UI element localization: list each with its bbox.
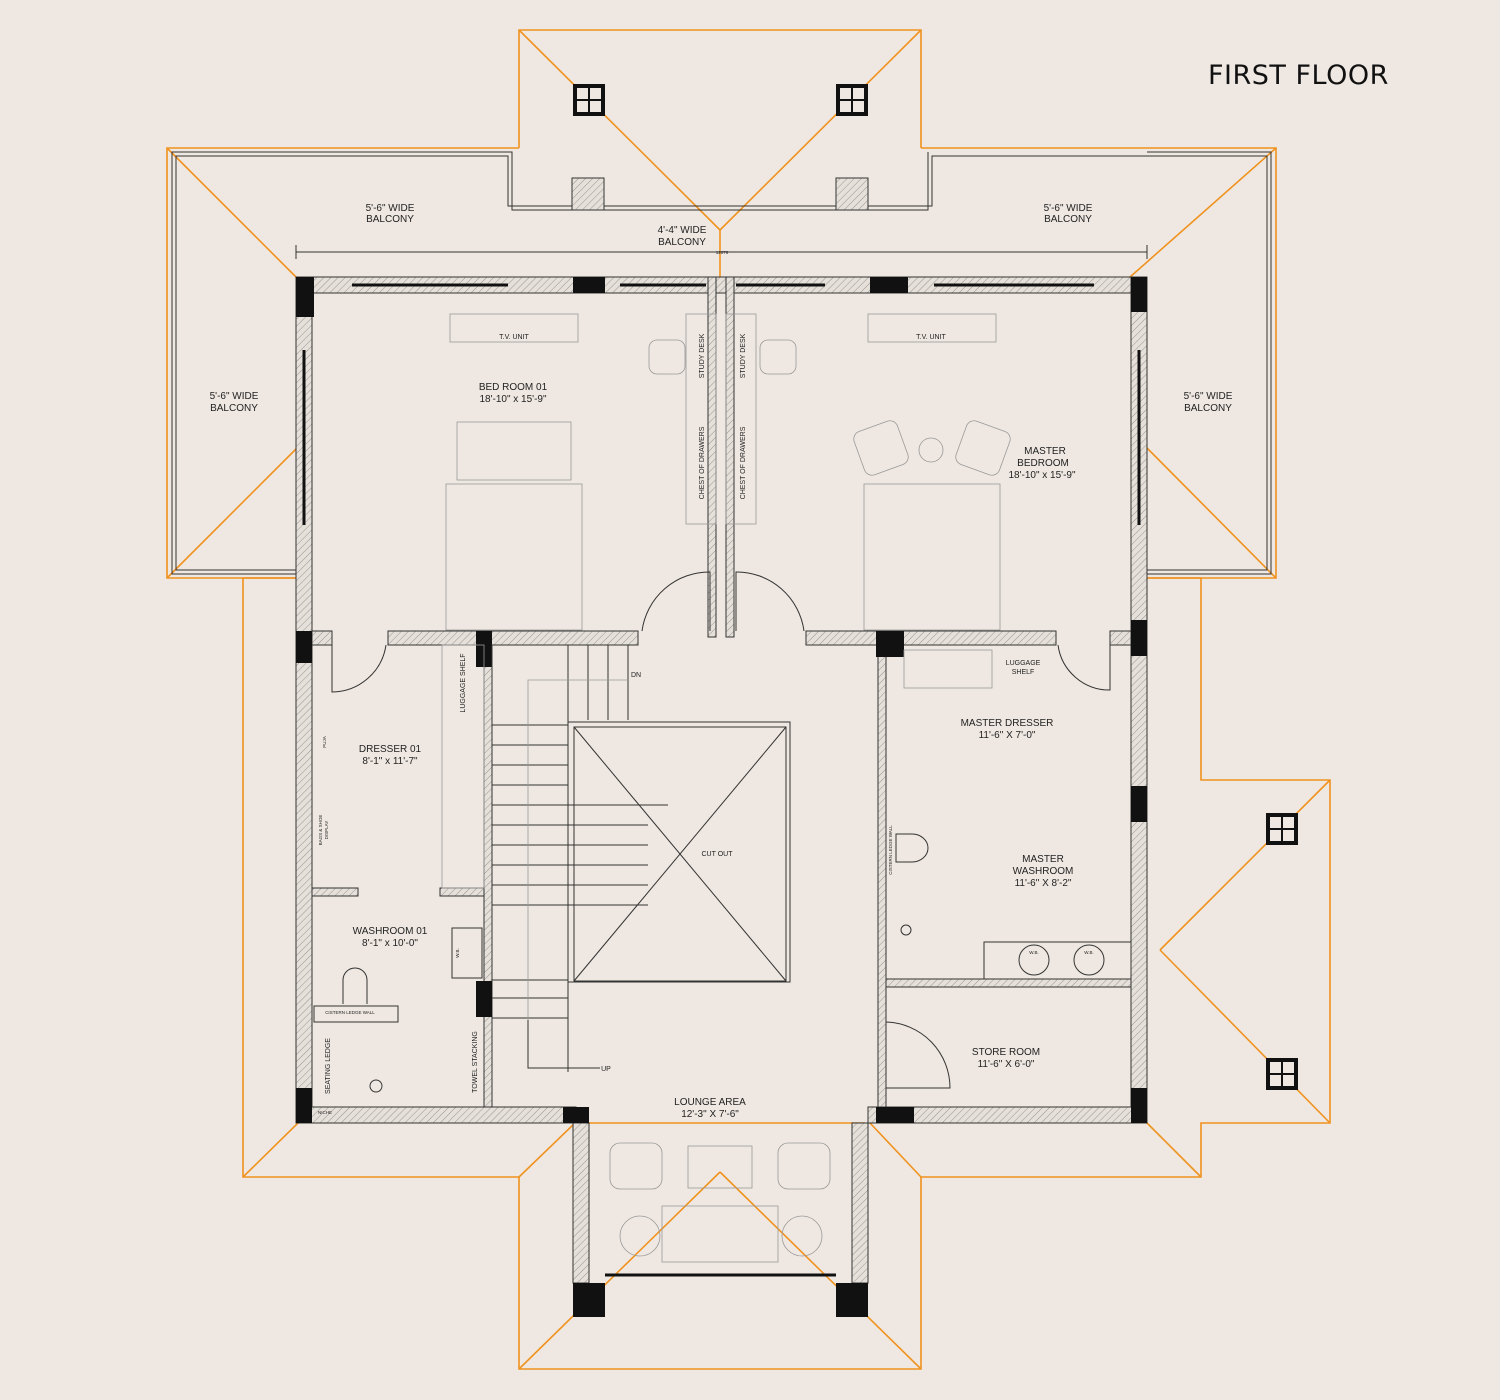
staircase: DN UP CUT OUT (491, 644, 791, 1073)
wash-basin-label-1: W.B. (1029, 950, 1039, 955)
dimension-value: 12076 (716, 250, 729, 255)
furniture (313, 313, 1132, 1263)
master-washroom-name-1: MASTER (1022, 854, 1064, 865)
master-dresser-dims: 11'-6" X 7'-0" (979, 730, 1036, 741)
washroom01-name: WASHROOM 01 (353, 926, 428, 937)
washroom01-dims: 8'-1" x 10'-0" (362, 938, 418, 949)
skylight-icons (573, 84, 1298, 1090)
master-dresser-name: MASTER DRESSER (961, 718, 1054, 729)
balcony-labels: 5'-6" WIDE BALCONY 4'-4" WIDE BALCONY 5'… (210, 203, 1233, 414)
luggage-shelf-label: LUGGAGE SHELF (460, 653, 467, 712)
master-bedroom-name-2: BEDROOM (1017, 458, 1069, 469)
tv-unit-label-1: T.V. UNIT (499, 334, 529, 341)
study-desk-label-1: STUDY DESK (699, 333, 706, 378)
bags-shoe-label-2: DISPLAY (324, 821, 329, 840)
store-room-name: STORE ROOM (972, 1047, 1040, 1058)
master-washroom-name-2: WASHROOM (1013, 866, 1074, 877)
bedroom01-dims: 18'-10" x 15'-9" (479, 394, 547, 405)
dresser01-name: DRESSER 01 (359, 744, 422, 755)
balcony-top-center-label: BALCONY (658, 237, 706, 248)
fixture-labels: T.V. UNIT T.V. UNIT STUDY DESK STUDY DES… (318, 333, 1094, 1115)
wash-basin-label-3: W.B. (455, 948, 460, 958)
stair-up-label: UP (601, 1066, 611, 1073)
master-bedroom-name-1: MASTER (1024, 446, 1066, 457)
lounge-name: LOUNGE AREA (674, 1097, 746, 1108)
master-washroom-dims: 11'-6" X 8'-2" (1015, 878, 1072, 889)
balcony-right-width: 5'-6" WIDE (1184, 391, 1233, 402)
bags-shoe-label-1: BAGS & SHOE (318, 815, 323, 846)
doors (331, 571, 1111, 1089)
store-room-dims: 11'-6" X 6'-0" (978, 1059, 1035, 1070)
cistern-ledge-label-1: CISTERN LEDGE WALL (325, 1010, 375, 1015)
cistern-ledge-label-2: CISTERN LEDGE WALL (888, 825, 893, 875)
master-bedroom-dims: 18'-10" x 15'-9" (1008, 470, 1076, 481)
wash-basin-label-2: W.B. (1084, 950, 1094, 955)
balcony-top-right-label: BALCONY (1044, 214, 1092, 225)
tv-unit-label-2: T.V. UNIT (916, 334, 946, 341)
chest-of-drawers-label-1: CHEST OF DRAWERS (699, 426, 706, 499)
balcony-left-width: 5'-6" WIDE (210, 391, 259, 402)
luggage-shelf-label-2b: SHELF (1012, 669, 1035, 676)
niche-label: NICHE (318, 1110, 332, 1115)
balcony-top-center-width: 4'-4" WIDE (658, 225, 707, 236)
bedroom01-name: BED ROOM 01 (479, 382, 548, 393)
cut-out-label: CUT OUT (702, 851, 734, 858)
chest-of-drawers-label-2: CHEST OF DRAWERS (740, 426, 747, 499)
plan-title: FIRST FLOOR (1208, 60, 1389, 91)
balcony-top-left-width: 5'-6" WIDE (366, 203, 415, 214)
study-desk-label-2: STUDY DESK (740, 333, 747, 378)
seating-ledge-label: SEATING LEDGE (325, 1038, 332, 1094)
dimension-line: 12076 (295, 245, 1148, 259)
puja-label: PUJA (322, 736, 327, 748)
lounge-dims: 12'-3" X 7'-6" (681, 1109, 739, 1120)
balcony-top-right-width: 5'-6" WIDE (1044, 203, 1093, 214)
towel-stacking-label: TOWEL STACKING (472, 1031, 479, 1093)
balcony-left-label: BALCONY (210, 403, 258, 414)
luggage-shelf-label-2a: LUGGAGE (1006, 660, 1041, 667)
dresser01-dims: 8'-1" x 11'-7" (362, 756, 418, 767)
stair-down-label: DN (631, 672, 641, 679)
room-labels: BED ROOM 01 18'-10" x 15'-9" MASTER BEDR… (353, 382, 1076, 1120)
balcony-right-label: BALCONY (1184, 403, 1232, 414)
roof-outline (166, 29, 1331, 1370)
walls (295, 276, 1148, 1317)
balcony-railings (171, 151, 1272, 575)
balcony-top-left-label: BALCONY (366, 214, 414, 225)
